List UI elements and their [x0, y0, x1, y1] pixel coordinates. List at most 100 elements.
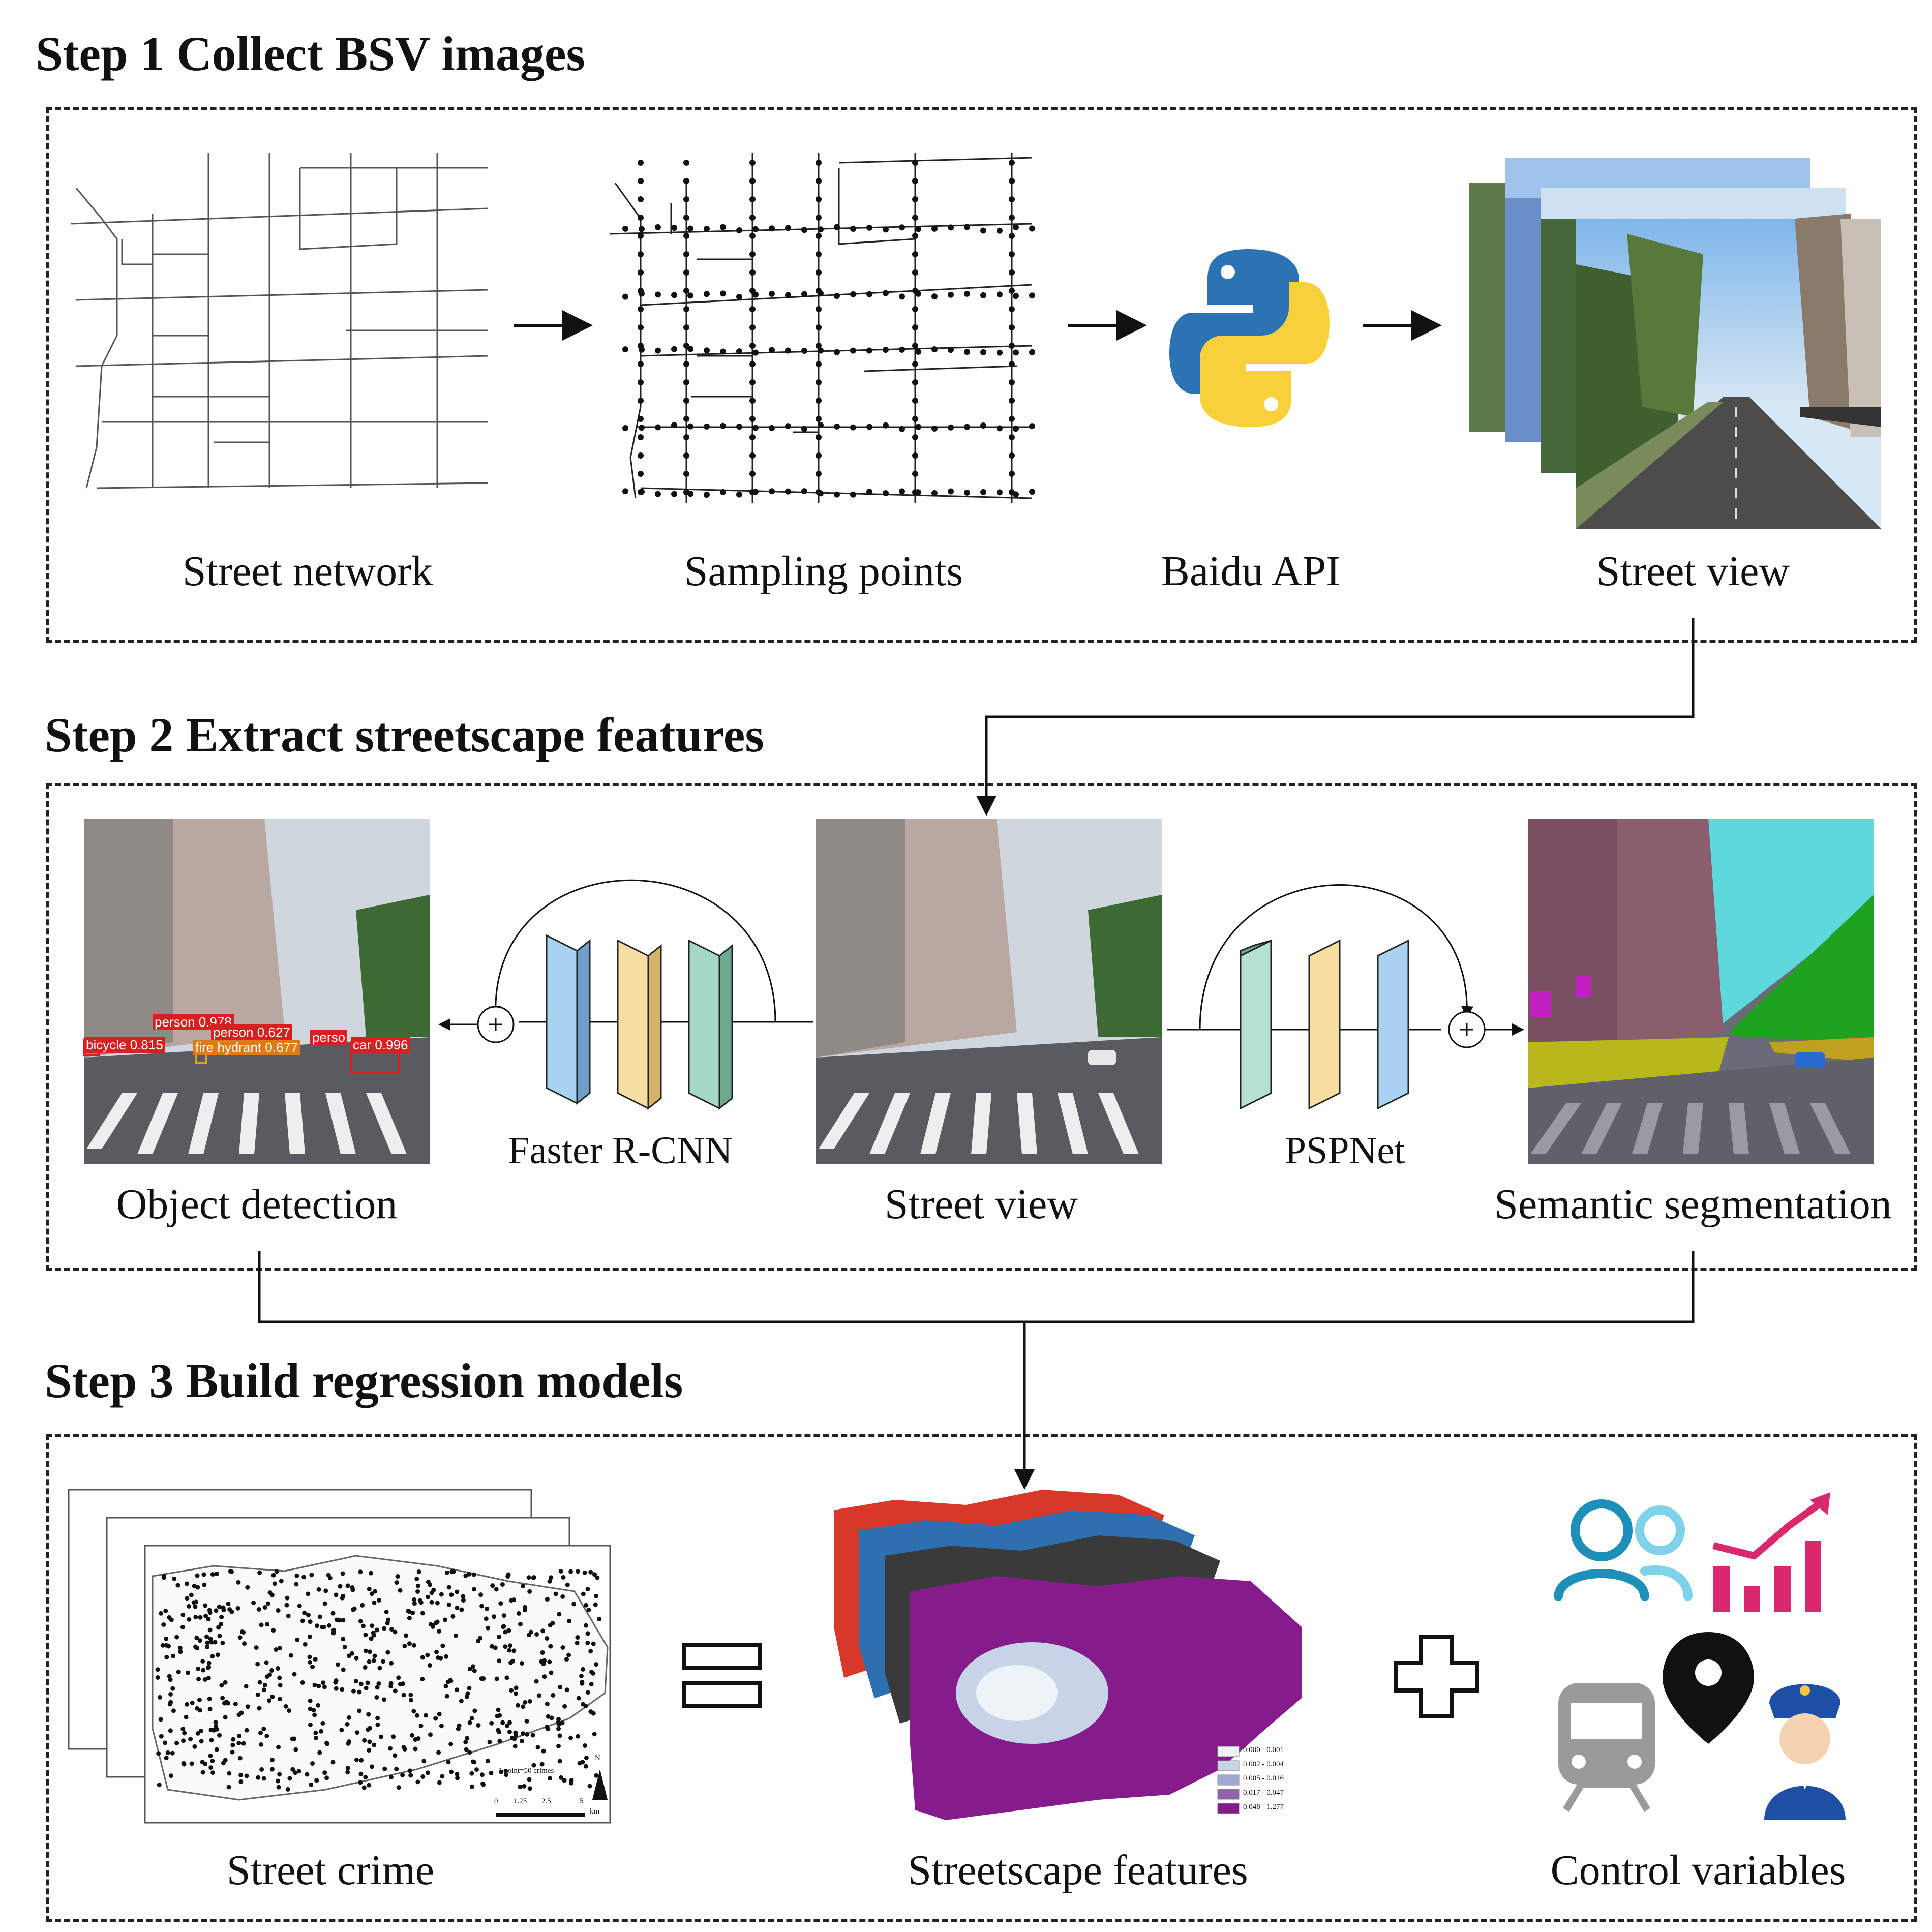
crime-point [359, 1758, 364, 1763]
sampling-point [1009, 416, 1015, 422]
sampling-point [720, 422, 726, 429]
crime-point [155, 1667, 160, 1672]
crime-point [201, 1668, 206, 1673]
crime-point [499, 1769, 504, 1774]
streetscape-feature-maps [834, 1490, 1302, 1820]
sampling-point [801, 426, 807, 432]
crime-point [588, 1649, 593, 1654]
crime-point [300, 1618, 305, 1623]
sampling-point [1013, 224, 1019, 230]
crime-point [290, 1767, 295, 1772]
crime-point [401, 1745, 406, 1750]
crime-point [157, 1695, 162, 1700]
sampling-point [785, 488, 791, 495]
sampling-point [655, 424, 661, 431]
street-crime-maps [68, 1489, 611, 1824]
crime-point [583, 1764, 588, 1769]
crime-point [339, 1728, 344, 1733]
sampling-point [683, 196, 689, 202]
crime-point [393, 1688, 398, 1694]
crime-point [504, 1723, 509, 1728]
sampling-point [1013, 426, 1019, 432]
train-icon [1558, 1683, 1655, 1812]
crime-point [588, 1569, 593, 1575]
sampling-point [912, 215, 918, 221]
crime-point [259, 1767, 264, 1772]
crime-point [322, 1601, 327, 1606]
sampling-point [752, 349, 759, 356]
crime-point [503, 1629, 508, 1635]
sampling-point [801, 488, 807, 495]
crime-point [435, 1601, 440, 1606]
sampling-point [683, 416, 689, 422]
crime-point [254, 1645, 259, 1650]
sampling-point [1009, 361, 1015, 367]
crime-point [497, 1658, 502, 1664]
sampling-point [912, 452, 918, 459]
crime-point [178, 1649, 183, 1654]
crime-point [197, 1638, 202, 1643]
sampling-point [818, 226, 824, 233]
sampling-point [816, 160, 822, 166]
crime-point [222, 1701, 227, 1706]
crime-point [164, 1654, 169, 1659]
crime-point [265, 1622, 270, 1627]
crime-point [516, 1611, 521, 1616]
sampling-point [638, 233, 644, 239]
crime-point [185, 1702, 190, 1707]
sampling-point [720, 348, 726, 355]
crime-point [506, 1628, 511, 1633]
crime-point [288, 1653, 293, 1658]
crime-point [308, 1706, 313, 1711]
sampling-point [638, 324, 644, 330]
sampling-point [704, 347, 710, 354]
crime-point [437, 1712, 442, 1717]
crime-point [507, 1729, 512, 1734]
crime-point [534, 1679, 539, 1684]
sampling-point [912, 361, 918, 367]
crime-point [158, 1611, 163, 1616]
crime-point [326, 1573, 331, 1578]
crime-point [411, 1643, 416, 1648]
sampling-point [638, 160, 644, 166]
sampling-point [720, 290, 726, 297]
crime-point [177, 1645, 183, 1650]
crime-point [558, 1684, 563, 1689]
crime-point [591, 1671, 596, 1676]
crime-point [585, 1631, 590, 1636]
sampling-point [638, 361, 644, 367]
crime-point [184, 1714, 189, 1719]
sampling-point [1029, 489, 1035, 495]
sampling-point [704, 291, 710, 297]
crime-point [463, 1573, 468, 1578]
crime-point [435, 1619, 440, 1624]
crime-point [206, 1676, 211, 1681]
legend-label: 0.048 - 1.277 [1243, 1803, 1284, 1811]
sampling-point [655, 491, 661, 497]
sampling-point [816, 434, 822, 440]
crime-point [363, 1633, 368, 1638]
crime-point [459, 1607, 464, 1612]
step-1-panel [46, 107, 1917, 643]
crime-point [531, 1763, 536, 1768]
crime-point [193, 1615, 198, 1620]
sampling-point [639, 425, 645, 431]
crime-point [569, 1780, 574, 1786]
crime-point [341, 1667, 346, 1672]
crime-point [264, 1733, 269, 1738]
sampling-point [980, 292, 986, 298]
sampling-point [816, 233, 822, 239]
crime-point [209, 1738, 214, 1743]
crime-point [266, 1698, 271, 1703]
crime-point [382, 1766, 387, 1771]
crime-point [213, 1719, 218, 1725]
crime-point [196, 1677, 201, 1682]
crime-point [476, 1723, 481, 1728]
crime-point [374, 1695, 379, 1700]
crime-point [167, 1674, 172, 1679]
crime-point [358, 1619, 363, 1624]
crime-point [214, 1724, 219, 1729]
crime-point [313, 1657, 318, 1662]
sampling-point [638, 306, 644, 312]
crime-point [312, 1683, 317, 1688]
